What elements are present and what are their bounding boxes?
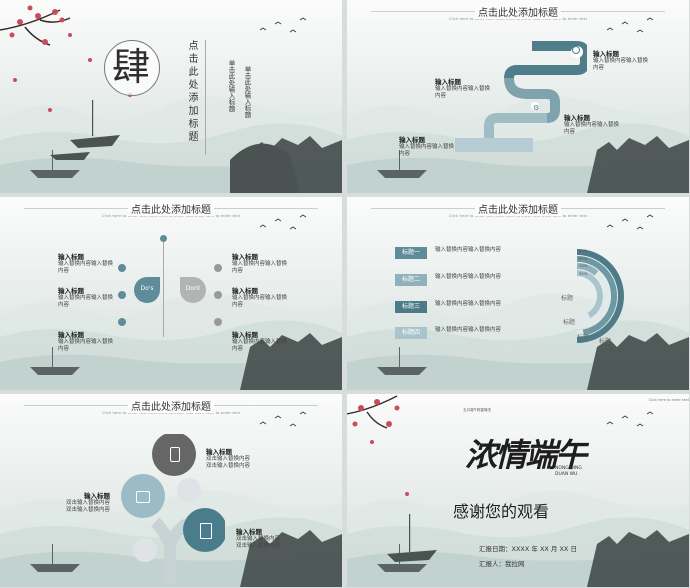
pct-label: 55% (579, 270, 588, 276)
pinyin-2: DUAN WU (555, 472, 578, 477)
row-text-3: 输入替换内容输入替换内容 (435, 301, 502, 307)
slide-subtitle: Click here to enter text Click here to e… (448, 17, 588, 21)
slide1-col-b: 单击此处输入标题 (243, 66, 251, 118)
unlock-icon (214, 318, 222, 326)
row-label-3: 标题三 (395, 301, 427, 313)
pin-dot (160, 235, 167, 242)
row-text-1: 输入替换内容输入替换内容 (435, 247, 502, 253)
pct-label: 63% (579, 255, 588, 261)
slide6-subtitle: Click here to enter text (648, 398, 689, 402)
arc-series-label: 标题 (561, 295, 574, 302)
slide-4[interactable]: 点击此处添加标题 Click here to enter text Click … (347, 197, 689, 390)
slide-5[interactable]: 点击此处添加标题 Click here to enter text Click … (0, 394, 342, 587)
tree-item-1: 输入标题双击输入替换内容双击输入替换内容 (206, 448, 251, 469)
pct-label: 15% (579, 263, 588, 268)
slide-6[interactable]: 五月端午粽香情浓 Click here to enter text 浓情端午 N… (347, 394, 689, 587)
arc-percent-list: 85% 63% 15% 55% (579, 247, 587, 277)
slide-subtitle: Click here to enter text Click here to e… (448, 214, 588, 218)
stair-item-1: 输入标题 输入替换内容输入替换内容 (593, 50, 649, 71)
dont-item-1: 输入标题输入替换内容输入替换内容 (232, 253, 288, 274)
lock-icon (118, 264, 126, 272)
report-date: 汇报日期：XXXX 年 XX 月 XX 日 (479, 545, 577, 553)
arc-value (576, 263, 599, 276)
slide-subtitle: Click here to enter text Click here to e… (101, 214, 241, 218)
gear-icon: ⚙ (533, 104, 540, 112)
dont-item-3: 输入标题输入替换内容输入替换内容 (232, 331, 288, 352)
stair-item-4: 输入标题 输入替换内容输入替换内容 (399, 136, 455, 157)
unlock-icon (214, 291, 222, 299)
arc-value (576, 249, 624, 343)
staircase-diagram (455, 41, 587, 152)
lock-icon (118, 291, 126, 299)
pct-label: 85% (579, 248, 588, 253)
search-icon (572, 46, 580, 54)
arc-value (576, 256, 617, 336)
row-text-2: 输入替换内容输入替换内容 (435, 274, 502, 280)
big-char: 肆 (111, 45, 150, 89)
arc-value (576, 270, 603, 319)
arc-series-label: 标题 (599, 338, 612, 345)
slide-subtitle: Click here to enter text Click here to e… (101, 411, 241, 415)
stair-item-3: 输入标题 输入替换内容输入替换内容 (564, 114, 620, 135)
stair-item-2: 输入标题 输入替换内容输入替换内容 (435, 78, 491, 99)
slide-2[interactable]: 点击此处添加标题 Click here to enter text Click … (347, 0, 689, 193)
dont-drop (180, 277, 206, 303)
dos-item-3: 输入标题输入替换内容输入替换内容 (58, 331, 114, 352)
big-char-circle (104, 40, 160, 96)
arc-chart (576, 249, 624, 343)
slide1-col-a: 单击此处输入标题 (227, 60, 235, 112)
pinyin-1: NONG QING (555, 466, 582, 471)
arc-series-label: 标题 (563, 319, 576, 326)
reporter: 汇报人：我拉网 (479, 560, 525, 568)
devices-icon (136, 491, 150, 503)
tablet-icon (200, 523, 212, 539)
slide-header[interactable]: 点击此处添加标题 (475, 201, 561, 216)
dos-item-2: 输入标题输入替换内容输入替换内容 (58, 287, 114, 308)
ink-landscape (347, 394, 689, 587)
row-text-4: 输入替换内容输入替换内容 (435, 327, 502, 333)
slide-header[interactable]: 点击此处添加标题 (128, 398, 214, 413)
row-label-4: 标题四 (395, 327, 427, 339)
slide1-title: 点击此处添加标题 (186, 40, 197, 144)
slide-1[interactable]: 肆 点击此处添加标题 单击此处输入标题 单击此处输入标题 (0, 0, 342, 193)
dos-drop (134, 277, 160, 303)
slide-header[interactable]: 点击此处添加标题 (128, 201, 214, 216)
calligraphy-title: 浓情端午 (465, 436, 587, 474)
arc-series-label: 标题 (577, 334, 590, 341)
title-divider (205, 40, 206, 155)
tree-item-3: 输入标题双击输入替换内容双击输入替换内容 (236, 528, 281, 549)
thanks-title: 感谢您的观看 (453, 502, 550, 521)
unlock-icon (214, 264, 222, 272)
slide-3[interactable]: 点击此处添加标题 Click here to enter text Click … (0, 197, 342, 390)
dont-label: Dont (185, 285, 201, 292)
center-line (163, 237, 164, 337)
ink-landscape (347, 197, 689, 390)
row-label-1: 标题一 (395, 247, 427, 259)
lock-icon (118, 318, 126, 326)
row-label-2: 标题二 (395, 274, 427, 286)
dos-item-1: 输入标题输入替换内容输入替换内容 (58, 253, 114, 274)
slide-header[interactable]: 点击此处添加标题 (475, 4, 561, 19)
dont-item-2: 输入标题输入替换内容输入替换内容 (232, 287, 288, 308)
phone-icon (170, 447, 180, 462)
stamp-text: 五月端午粽香情浓 (463, 408, 491, 412)
dos-label: Do's (140, 285, 154, 292)
ink-landscape (0, 0, 342, 193)
tree-diagram (121, 434, 225, 584)
tree-item-2: 输入标题双击输入替换内容双击输入替换内容 (66, 492, 111, 513)
ink-landscape (0, 197, 342, 390)
